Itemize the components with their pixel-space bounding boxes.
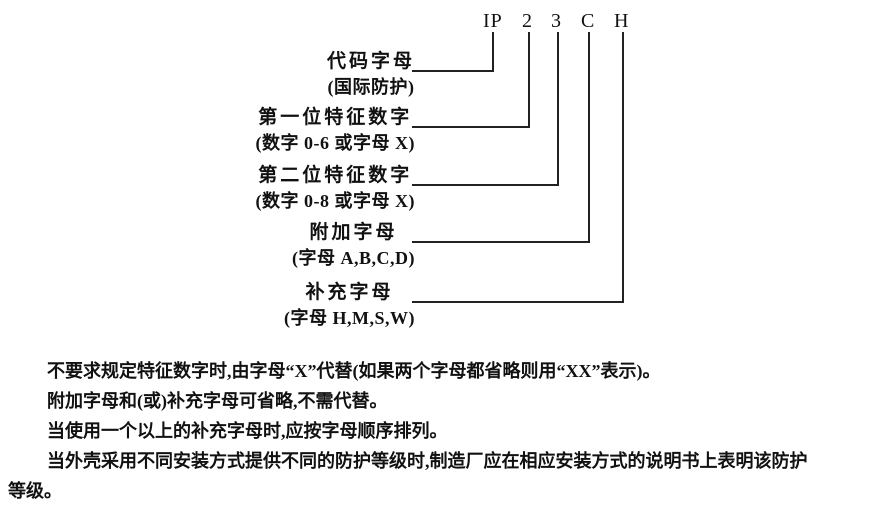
- label-second-digit-note: (数字 0-8 或字母 X): [255, 191, 415, 211]
- connector-first-digit-vline: [528, 32, 530, 128]
- notes-section: 不要求规定特征数字时,由字母“X”代替(如果两个字母都省略则用“XX”表示)。 …: [8, 356, 808, 506]
- code-char-second-digit: 3: [551, 10, 562, 32]
- connector-first-digit-hline: [412, 126, 530, 128]
- connector-ip-vline: [492, 32, 494, 72]
- code-char-supplementary-letter: H: [614, 10, 630, 32]
- note-paragraph-2: 附加字母和(或)补充字母可省略,不需代替。: [47, 391, 388, 411]
- code-char-additional-letter: C: [581, 10, 596, 32]
- label-code-letter-note: (国际防护): [327, 77, 415, 97]
- code-char-first-digit: 2: [522, 10, 533, 32]
- label-second-digit-title: 第二位特征数字: [258, 165, 413, 186]
- connector-supplementary-letter-vline: [622, 32, 624, 303]
- note-paragraph-1: 不要求规定特征数字时,由字母“X”代替(如果两个字母都省略则用“XX”表示)。: [47, 361, 661, 381]
- connector-supplementary-letter-hline: [412, 301, 624, 303]
- label-second-characteristic-digit: 第二位特征数字 (数字 0-8 或字母 X): [256, 164, 415, 213]
- connector-second-digit-hline: [412, 184, 559, 186]
- label-first-digit-title: 第一位特征数字: [258, 107, 413, 128]
- connector-additional-letter-vline: [588, 32, 590, 243]
- code-char-ip: IP: [483, 10, 503, 32]
- label-supplementary-letter: 补充字母 (字母 H,M,S,W): [284, 281, 415, 330]
- label-additional-letter-title: 附加字母: [309, 222, 398, 243]
- connector-ip-hline: [412, 70, 494, 72]
- note-paragraph-3: 当使用一个以上的补充字母时,应按字母顺序排列。: [47, 421, 448, 441]
- label-supplementary-letter-note: (字母 H,M,S,W): [284, 308, 415, 328]
- label-first-characteristic-digit: 第一位特征数字 (数字 0-6 或字母 X): [256, 106, 415, 155]
- note-paragraph-4: 当外壳采用不同安装方式提供不同的防护等级时,制造厂应在相应安装方式的说明书上表明…: [8, 451, 808, 501]
- connector-additional-letter-hline: [412, 241, 590, 243]
- label-supplementary-letter-title: 补充字母: [305, 282, 394, 303]
- label-additional-letter: 附加字母 (字母 A,B,C,D): [292, 221, 415, 270]
- label-code-letter-title: 代码字母: [326, 51, 415, 72]
- label-first-digit-note: (数字 0-6 或字母 X): [255, 133, 415, 153]
- label-code-letter: 代码字母 (国际防护): [327, 50, 415, 99]
- connector-second-digit-vline: [557, 32, 559, 186]
- label-additional-letter-note: (字母 A,B,C,D): [292, 248, 415, 268]
